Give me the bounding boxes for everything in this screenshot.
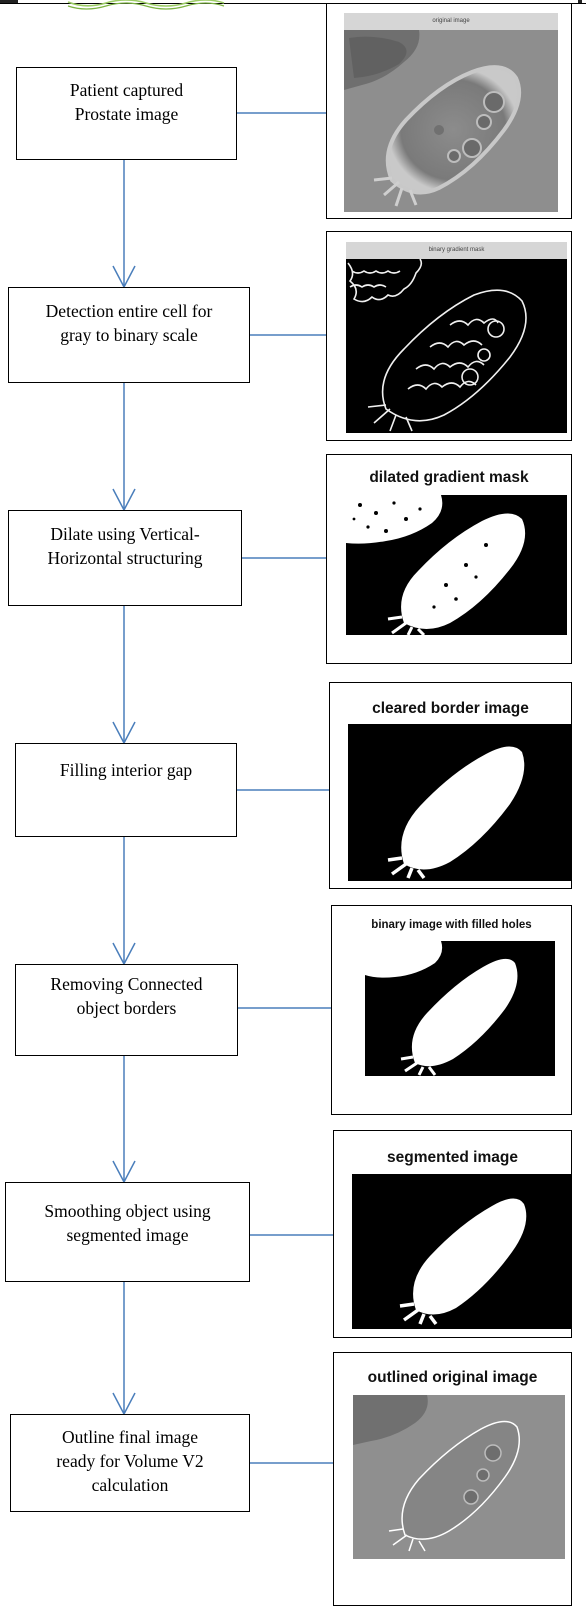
filled-holes-image — [365, 941, 555, 1076]
panel-title: outlined original image — [367, 1369, 538, 1386]
page-number-mark — [578, 0, 582, 3]
original-cell-image — [344, 30, 558, 212]
panel-title: segmented image — [387, 1149, 518, 1166]
panel-title: binary gradient mask — [346, 242, 567, 259]
step-dilate: Dilate using Vertical- Horizontal struct… — [8, 510, 242, 606]
panel-title: binary image with filled holes — [371, 919, 532, 931]
panel-title: dilated gradient mask — [369, 469, 529, 486]
step-label: Filling interior gap — [59, 760, 193, 780]
panel-filled-holes-image: binary image with filled holes — [331, 905, 572, 1115]
binary-gradient-image — [346, 259, 567, 433]
panel-original-image: original image — [326, 3, 572, 219]
step-binary-detection: Detection entire cell for gray to binary… — [8, 287, 250, 383]
panel-dilated-gradient-mask: dilated gradient mask — [326, 454, 572, 664]
panel-title: original image — [344, 13, 558, 30]
journal-logo-icon — [67, 0, 225, 10]
panel-cleared-border-image: cleared border image — [329, 682, 572, 889]
step-capture-image: Patient captured Prostate image — [16, 67, 237, 160]
dilated-mask-image — [346, 495, 567, 635]
step-label: Smoothing object using segmented image — [44, 1201, 211, 1245]
panel-binary-gradient-mask: binary gradient mask — [326, 231, 572, 441]
panel-title: cleared border image — [372, 700, 529, 717]
step-remove-borders: Removing Connected object borders — [15, 964, 238, 1056]
outlined-cell-image — [353, 1395, 565, 1559]
header-rule — [0, 3, 586, 4]
step-label: Patient captured Prostate image — [69, 80, 184, 124]
step-outline-final: Outline final image ready for Volume V2 … — [10, 1414, 250, 1512]
step-label: Removing Connected object borders — [50, 974, 203, 1018]
step-label: Outline final image ready for Volume V2 … — [56, 1427, 204, 1495]
step-label: Detection entire cell for gray to binary… — [45, 301, 213, 345]
panel-segmented-image: segmented image — [333, 1130, 572, 1338]
page-header-mark — [0, 0, 18, 3]
step-smoothing: Smoothing object using segmented image — [5, 1182, 250, 1282]
segmented-cell-image — [352, 1174, 572, 1329]
panel-outlined-original-image: outlined original image — [333, 1352, 572, 1606]
cleared-border-cell-image — [348, 724, 571, 881]
step-label: Dilate using Vertical- Horizontal struct… — [47, 524, 203, 568]
step-fill-gap: Filling interior gap — [15, 743, 237, 837]
